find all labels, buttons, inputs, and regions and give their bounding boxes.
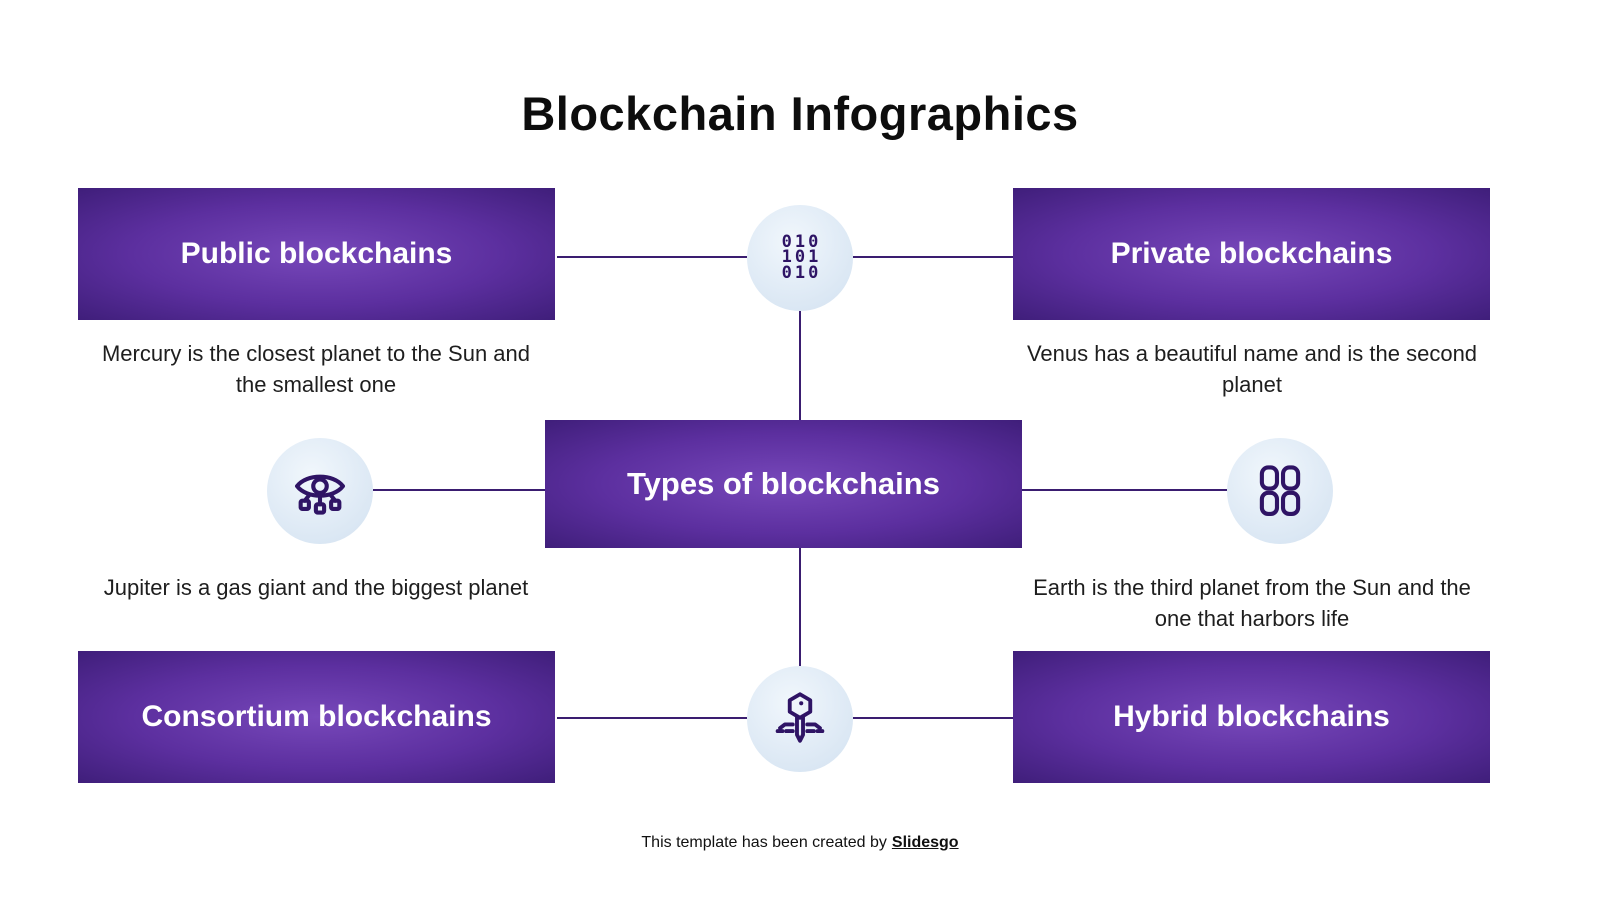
connector-line-bottom-right: [853, 717, 1013, 719]
connector-line-middle-left: [373, 489, 545, 491]
icon-circle-top: 010 101 010: [747, 205, 853, 311]
description-public: Mercury is the closest planet to the Sun…: [101, 341, 530, 398]
node-hybrid-blockchains: Hybrid blockchains: [1013, 651, 1490, 783]
connector-line-bottom-left: [557, 717, 747, 719]
icon-circle-right: [1227, 438, 1333, 544]
eye-network-icon: [294, 474, 346, 515]
node-consortium-blockchains: Consortium blockchains: [78, 651, 555, 783]
binary-row: 010: [781, 262, 822, 283]
node-label: Types of blockchains: [627, 466, 940, 501]
binary-row: 101: [781, 247, 822, 268]
connector-line-bottom-vertical: [799, 548, 801, 666]
connector-line-top-left: [557, 256, 747, 258]
description-private: Venus has a beautiful name and is the se…: [1026, 341, 1478, 398]
description-consortium: Jupiter is a gas giant and the biggest p…: [103, 575, 529, 600]
connector-line-middle-right: [1022, 489, 1227, 491]
description-hybrid: Earth is the third planet from the Sun a…: [1033, 575, 1471, 632]
icon-circle-left: [267, 438, 373, 544]
node-label: Public blockchains: [180, 237, 453, 270]
slidesgo-link[interactable]: Slidesgo: [891, 834, 959, 851]
key-circuit-icon: [775, 692, 825, 743]
footer-text: This template has been created by: [641, 834, 887, 851]
node-label: Consortium blockchains: [141, 700, 492, 733]
icon-circle-bottom: [747, 666, 853, 772]
node-public-blockchains: Public blockchains: [78, 188, 555, 320]
connector-line-top-vertical: [799, 311, 801, 420]
node-label: Hybrid blockchains: [1113, 700, 1390, 733]
binary-row: 010: [781, 231, 822, 252]
node-private-blockchains: Private blockchains: [1013, 188, 1490, 320]
binary-code-icon: 010 101 010: [779, 231, 822, 283]
page-title: Blockchain Infographics: [521, 87, 1079, 140]
node-label: Private blockchains: [1110, 237, 1393, 270]
node-types-of-blockchains: Types of blockchains: [545, 420, 1022, 548]
chain-links-icon: [1259, 465, 1301, 517]
connector-line-top-right: [853, 256, 1013, 258]
